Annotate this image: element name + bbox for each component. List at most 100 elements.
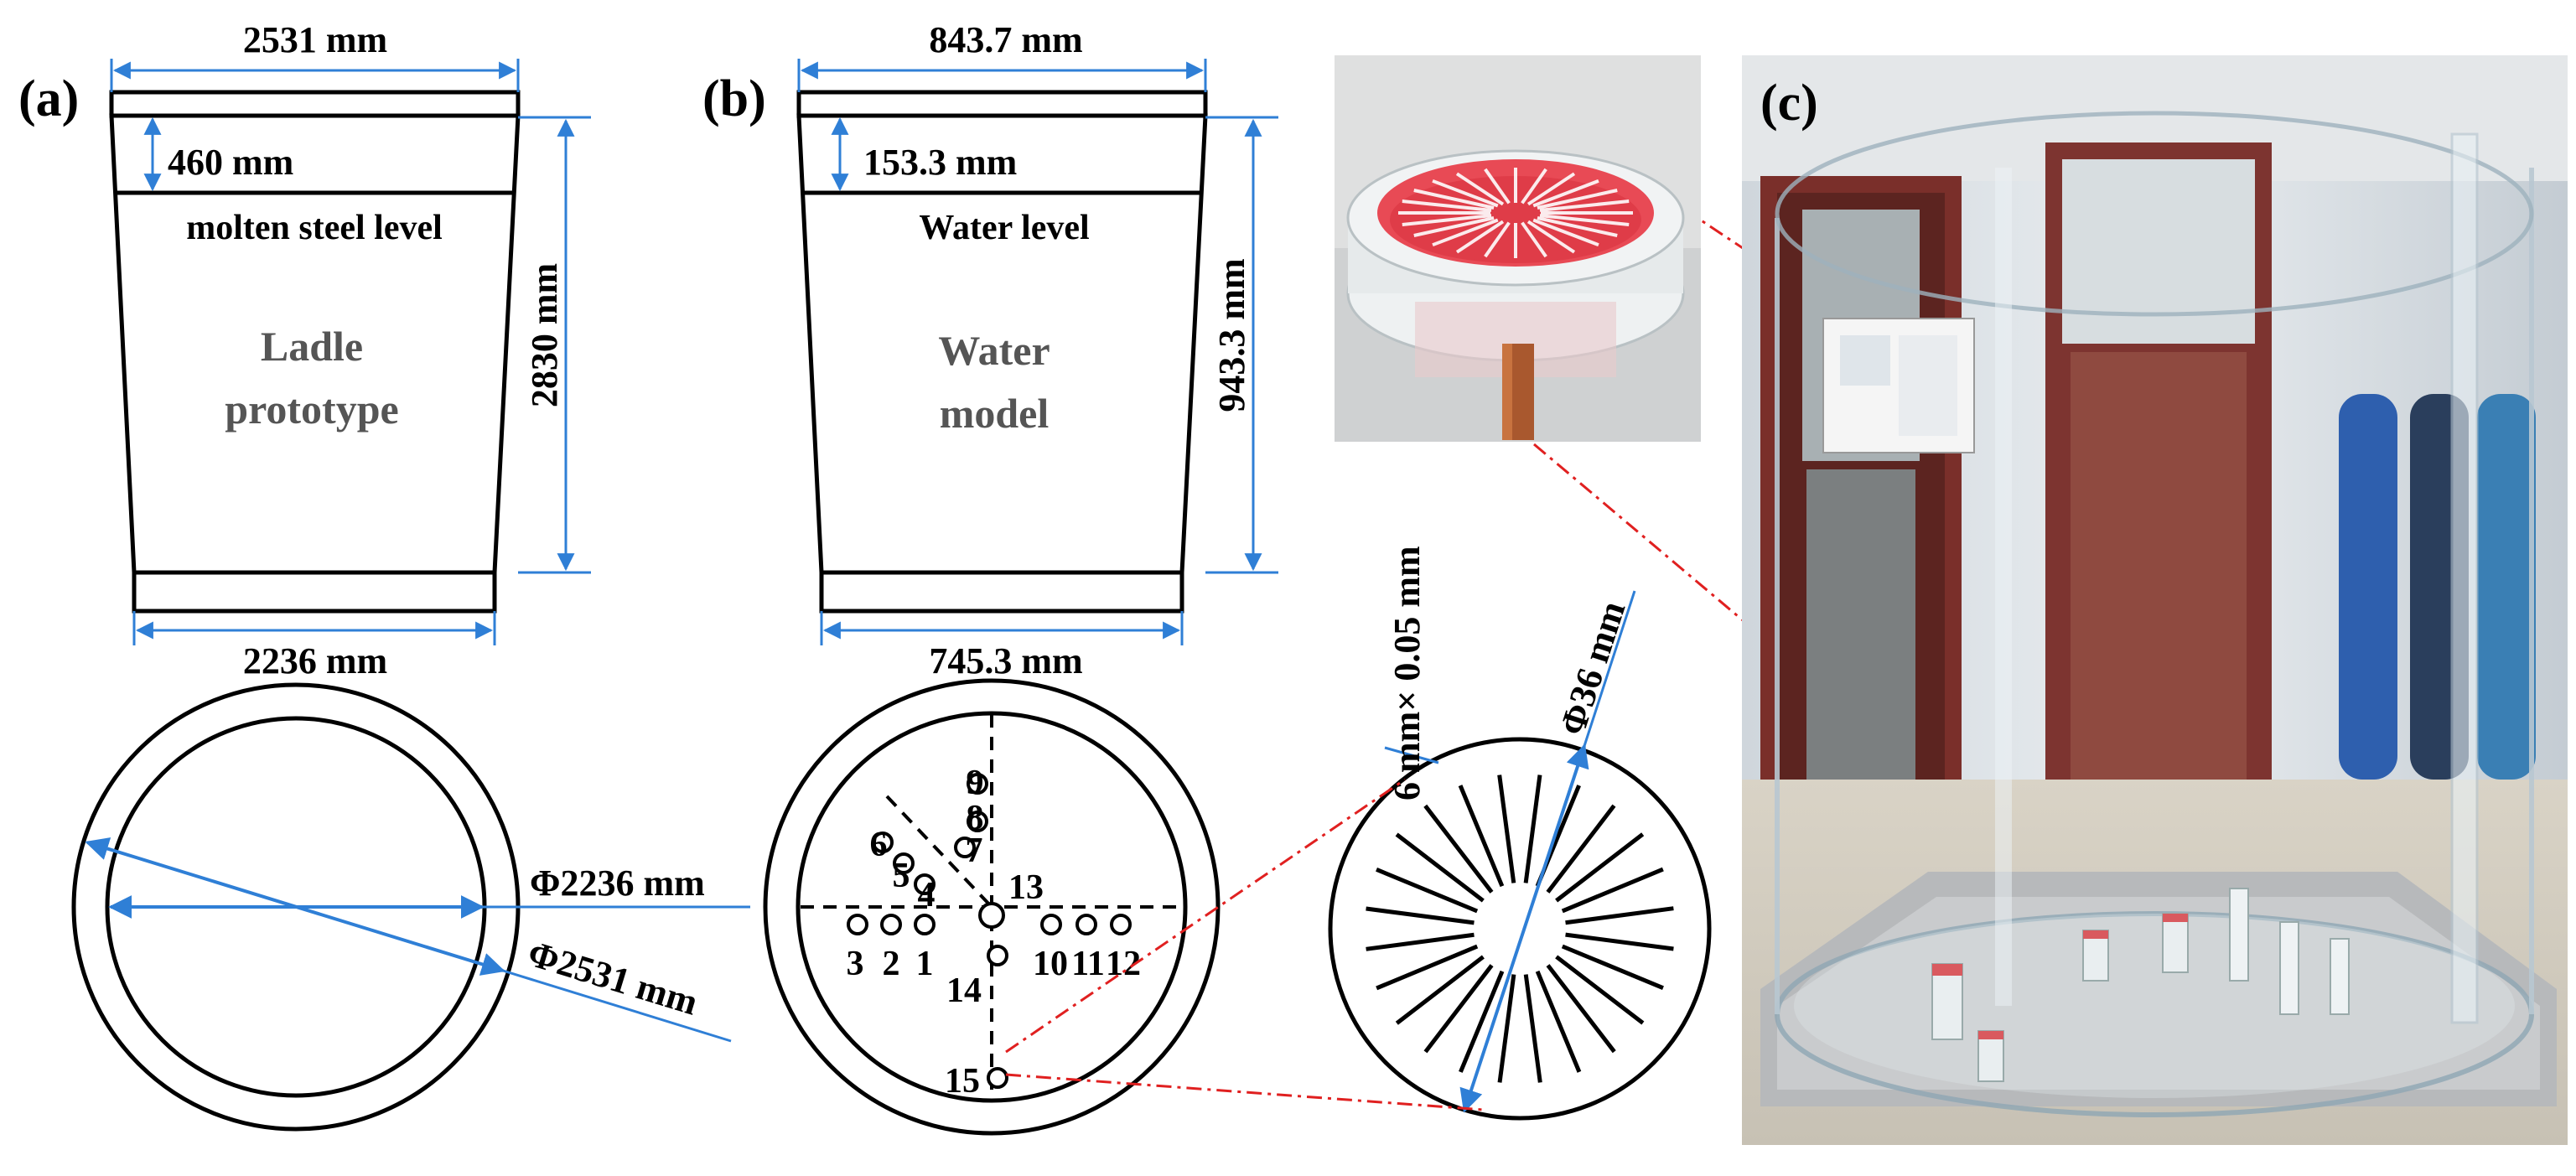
model-freeboard: 153.3 mm bbox=[863, 142, 1017, 183]
measurement-point-marker bbox=[1040, 914, 1062, 935]
photo-plug-slit bbox=[1539, 214, 1630, 226]
plug-diameter-label: Φ36 mm bbox=[1552, 596, 1634, 740]
photo-plug-slit bbox=[1413, 216, 1495, 237]
plug-slit bbox=[1523, 974, 1542, 1083]
photo-plug-slit bbox=[1402, 199, 1492, 212]
photo-plug-slit bbox=[1402, 214, 1492, 226]
plug-diameter-line bbox=[1459, 743, 1589, 1113]
photo-plug-slit bbox=[1532, 179, 1599, 208]
photo-plug-slit bbox=[1484, 168, 1511, 205]
plug-slit bbox=[1561, 867, 1664, 914]
photo-plug-slit bbox=[1432, 179, 1499, 208]
plug-slit bbox=[1497, 775, 1516, 883]
photo-plug-slit bbox=[1455, 220, 1505, 254]
plug-slits bbox=[1366, 775, 1674, 1083]
panel-a-label: (a) bbox=[18, 70, 79, 127]
measurement-point-marker bbox=[872, 831, 894, 853]
measurement-point-marker bbox=[987, 945, 1008, 966]
photo-plug-slit bbox=[1521, 168, 1547, 205]
plug-slit bbox=[1565, 906, 1674, 925]
measurement-point-label: 8 bbox=[967, 799, 984, 837]
measurement-point-label: 9 bbox=[967, 764, 984, 802]
measurement-point-marker bbox=[914, 873, 936, 895]
plug-slit bbox=[1561, 944, 1664, 990]
measurement-point-label: 5 bbox=[893, 857, 910, 895]
model-bottom-width: 745.3 mm bbox=[929, 640, 1082, 681]
measurement-point-label: 6 bbox=[870, 826, 888, 864]
model-title-line1: Water bbox=[938, 327, 1050, 374]
panel-b-label: (b) bbox=[702, 70, 766, 127]
measurement-point-marker bbox=[893, 852, 915, 874]
photo-plug-slit bbox=[1432, 218, 1499, 247]
measurement-point-label: 3 bbox=[847, 945, 864, 983]
measurement-point-marker bbox=[914, 914, 936, 935]
photo-plug-slit bbox=[1526, 172, 1576, 206]
photo-plug-slit bbox=[1532, 218, 1599, 247]
ladle-dimension-lines bbox=[110, 59, 591, 645]
measurement-point-marker bbox=[967, 811, 988, 832]
measurement-point-marker bbox=[987, 1067, 1008, 1089]
measurement-point-label: 2 bbox=[883, 945, 900, 983]
slot-size-label: 6 mm× 0.05 mm bbox=[1386, 546, 1428, 800]
plug-slit bbox=[1376, 868, 1479, 914]
plug-slit bbox=[1366, 906, 1475, 925]
measurement-point-label: 14 bbox=[946, 971, 982, 1010]
ladle-bottom-width: 2236 mm bbox=[243, 640, 387, 681]
model-top-width: 843.7 mm bbox=[929, 19, 1082, 60]
water-model-side-view bbox=[796, 90, 1208, 614]
measurement-point-marker bbox=[967, 773, 988, 795]
measurement-point-marker bbox=[880, 914, 902, 935]
measurement-point-marker bbox=[1110, 914, 1132, 935]
measurement-point-label: 4 bbox=[918, 876, 936, 914]
plug-slit bbox=[1366, 932, 1475, 951]
measurement-point-label: 11 bbox=[1071, 945, 1105, 983]
measurement-point-label: 15 bbox=[945, 1062, 980, 1101]
plug-slit bbox=[1523, 775, 1542, 883]
ladle-side-view bbox=[109, 90, 521, 614]
ladle-height: 2830 mm bbox=[524, 263, 565, 407]
plug-photo bbox=[1335, 55, 1701, 442]
ladle-title-line2: prototype bbox=[225, 386, 398, 433]
ladle-freeboard: 460 mm bbox=[168, 142, 293, 183]
plug-slit bbox=[1565, 932, 1674, 951]
experimental-setup-photo bbox=[1742, 55, 2568, 1145]
photo-plug-slit bbox=[1537, 216, 1618, 237]
plug-slit bbox=[1535, 970, 1582, 1073]
panel-c-label: (c) bbox=[1760, 75, 1818, 132]
ladle-outer-diameter: Φ2531 mm bbox=[523, 933, 702, 1023]
ladle-inner-diameter: Φ2236 mm bbox=[530, 863, 705, 904]
slot-leader-line bbox=[1384, 746, 1439, 764]
water-level-label: Water level bbox=[919, 209, 1089, 247]
plug-slit bbox=[1376, 944, 1479, 991]
measurement-point-marker bbox=[978, 902, 1005, 929]
porous-plug-detail bbox=[1328, 590, 1712, 1121]
plug-slit bbox=[1458, 785, 1505, 888]
measurement-point-label: 7 bbox=[966, 831, 983, 870]
photo-plug-slit bbox=[1413, 189, 1495, 210]
photo-plug-slit bbox=[1526, 220, 1576, 254]
measurement-point-marker bbox=[954, 837, 976, 858]
ladle-diameter-lines bbox=[85, 837, 750, 1043]
measurement-point-marker bbox=[1075, 914, 1097, 935]
photo-plug-slit bbox=[1521, 221, 1547, 258]
measurement-point-label: 1 bbox=[916, 945, 934, 983]
model-height: 943.3 mm bbox=[1211, 258, 1252, 412]
model-title-line2: model bbox=[940, 390, 1050, 437]
ladle-top-width: 2531 mm bbox=[243, 19, 387, 60]
molten-steel-level-label: molten steel level bbox=[186, 209, 443, 247]
plug-diameter-extension bbox=[1583, 590, 1636, 747]
ladle-title-line1: Ladle bbox=[261, 323, 363, 370]
photo-plug-slit bbox=[1539, 199, 1630, 212]
photo-plug-slit bbox=[1484, 221, 1511, 258]
photo-plug-slit bbox=[1455, 172, 1505, 206]
measurement-point-label: 13 bbox=[1008, 868, 1044, 907]
measurement-point-marker bbox=[847, 914, 868, 935]
measurement-point-label: 10 bbox=[1033, 945, 1068, 983]
photo-plug-slit bbox=[1537, 189, 1618, 210]
plug-slit bbox=[1497, 974, 1516, 1083]
water-model-dimension-lines bbox=[797, 59, 1278, 645]
